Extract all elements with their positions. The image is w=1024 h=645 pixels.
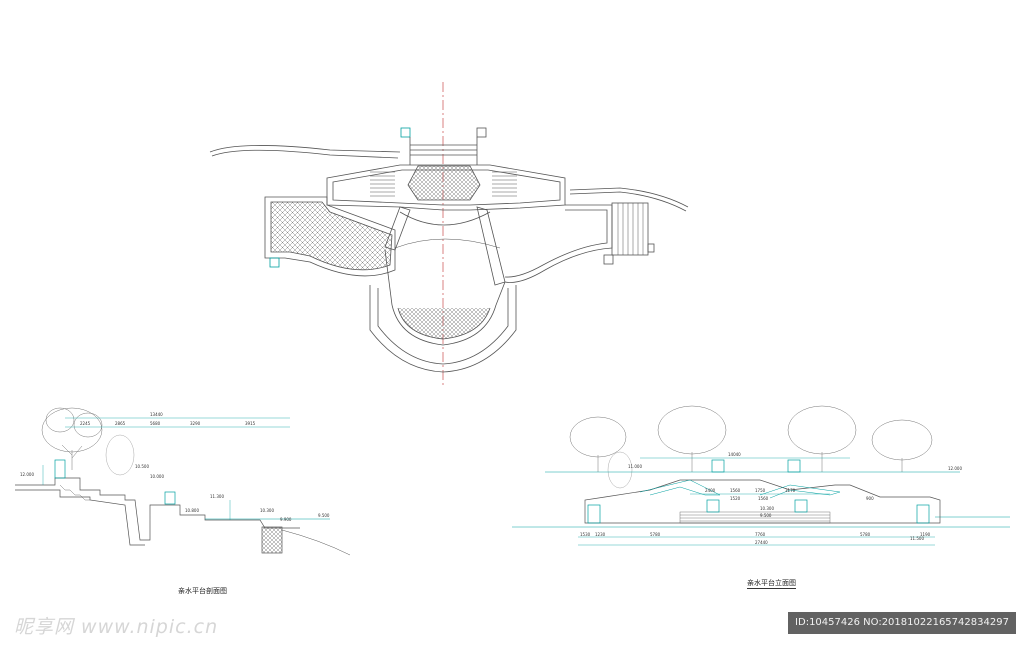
- right-elev-2: 10.300: [760, 506, 774, 511]
- section-right: [512, 405, 1010, 546]
- tree-right-2: [657, 405, 727, 472]
- tree-left-2: [105, 434, 135, 476]
- left-dim-0: 13440: [150, 412, 163, 417]
- plan-left-basin-outline: [264, 196, 396, 277]
- right-dim-top-0: 14040: [728, 452, 741, 457]
- tree-right-3: [787, 405, 857, 472]
- section-left-labels: 13440 2245 2865 5680 3290 3915 12.000 10…: [20, 412, 330, 522]
- left-elev-5: 10.300: [260, 508, 274, 513]
- right-column-2: [706, 499, 720, 513]
- right-dim-bot-1: 1230: [595, 532, 606, 537]
- left-pier-2: [164, 491, 176, 505]
- left-pier-1: [54, 459, 66, 479]
- tree-right-1: [569, 416, 627, 472]
- right-column-4: [916, 504, 930, 524]
- left-dim-2: 2865: [115, 421, 126, 426]
- watermark-right: ID:10457426 NO:20181022165742834297: [788, 612, 1016, 634]
- plan-right-pier: [603, 254, 614, 265]
- left-elev-7: 9.500: [318, 513, 330, 518]
- plan-left-basin: [270, 201, 393, 271]
- left-ground-profile: [15, 477, 300, 541]
- tree-right-5: [607, 451, 633, 489]
- plan-left-pier: [269, 257, 280, 268]
- right-dim-top-7: 900: [866, 496, 874, 501]
- right-center-steps: [679, 511, 831, 524]
- plan-right-deck: [504, 204, 613, 283]
- plan-lower-bowl: [369, 285, 517, 373]
- plan-stairs-right: [492, 171, 517, 197]
- plan-entry: [409, 137, 478, 165]
- tree-right-4: [871, 419, 933, 472]
- left-elev-0: 12.000: [20, 472, 34, 477]
- right-column-3: [794, 499, 808, 513]
- plan-path-left: [209, 145, 401, 153]
- plan-right-deck-inner: [504, 209, 608, 278]
- left-dim-4: 3290: [190, 421, 201, 426]
- right-column-6: [787, 459, 801, 473]
- left-elev-6: 9.900: [280, 517, 292, 522]
- left-water-slope: [281, 529, 351, 556]
- right-elev-4: 11.500: [910, 536, 924, 541]
- left-stairs: [59, 484, 90, 501]
- plan-lower-arc-band: [391, 304, 497, 346]
- right-column-5: [711, 459, 725, 473]
- plan-diagonal-left: [384, 206, 411, 251]
- left-elev-2: 10.000: [150, 474, 164, 479]
- right-dim-bot-2: 5780: [650, 532, 661, 537]
- right-dim-bot-0: 1530: [580, 532, 591, 537]
- left-elev-4: 10.800: [185, 508, 199, 513]
- left-dim-3: 5680: [150, 421, 161, 426]
- plan-arc-upper: [399, 211, 491, 226]
- right-column-1: [587, 504, 601, 524]
- plan-pier-right: [476, 127, 487, 138]
- right-dim-top-4: 3170: [785, 488, 796, 493]
- plan-upper-pool: [407, 165, 481, 201]
- right-dim-bot-5: 1190: [920, 532, 931, 537]
- plan-right-stair-lines: [617, 203, 644, 255]
- plan-lower-bowl-inner: [377, 288, 509, 365]
- left-dim-5: 3915: [245, 421, 256, 426]
- left-ground-profile-2: [15, 489, 145, 546]
- right-ramp-left: [639, 479, 721, 496]
- plan-pier-left: [400, 127, 411, 138]
- right-dim-top-5: 1520: [730, 496, 741, 501]
- section-left: [15, 407, 351, 556]
- right-section-title: 亲水平台立面图: [747, 579, 796, 589]
- right-dim-bot-6: 27440: [755, 540, 768, 545]
- plan-path-left-inner: [211, 149, 399, 159]
- right-ramp-right: [759, 484, 841, 499]
- plan-bowl-sides: [384, 249, 506, 306]
- right-elev-3: 9.500: [760, 513, 772, 518]
- plan-right-stairs: [611, 202, 649, 256]
- right-dim-bot-4: 5780: [860, 532, 871, 537]
- plan-path-right: [569, 187, 689, 208]
- left-footing: [261, 526, 283, 554]
- right-dim-top-1: 2400: [705, 488, 716, 493]
- left-elev-1: 10.500: [135, 464, 149, 469]
- plan-lower-arc-band-2: [397, 307, 491, 340]
- watermark-left: 昵享网 www.nipic.cn: [14, 616, 219, 638]
- plan-right-post: [647, 243, 655, 253]
- right-dim-top-2: 1560: [730, 488, 741, 493]
- plan-diagonal-right: [476, 206, 506, 286]
- left-elev-3: 11.300: [210, 494, 224, 499]
- plan-view: [209, 82, 689, 388]
- right-dim-top-3: 1750: [755, 488, 766, 493]
- right-dim-bot-3: 7760: [755, 532, 766, 537]
- right-dim-top-6: 1560: [758, 496, 769, 501]
- section-right-labels: 14040 2400 1560 1750 3170 1520 1560 900 …: [580, 452, 962, 545]
- left-dim-1: 2245: [80, 421, 91, 426]
- tree-left-1: [41, 407, 103, 470]
- plan-upper-deck: [326, 164, 566, 211]
- right-elev-1: 11.000: [628, 464, 642, 469]
- plan-stairs-left: [370, 171, 395, 197]
- plan-path-right-inner: [569, 191, 687, 212]
- right-elev-0: 12.000: [948, 466, 962, 471]
- plan-arc-lower: [394, 238, 501, 249]
- left-section-title: 亲水平台剖面图: [178, 587, 227, 595]
